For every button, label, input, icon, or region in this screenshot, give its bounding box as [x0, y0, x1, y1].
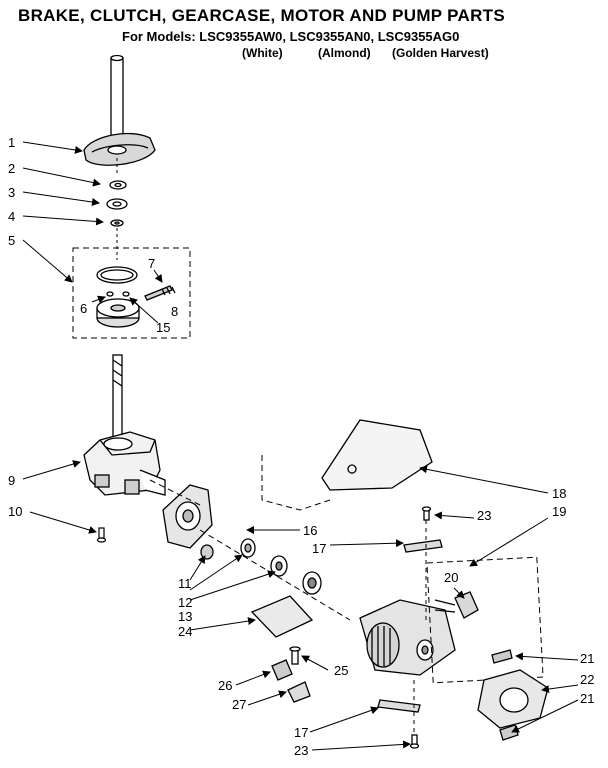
- callout-9: 9: [8, 473, 15, 488]
- callout-4: 4: [8, 209, 15, 224]
- callout-5: 5: [8, 233, 15, 248]
- callout-18: 18: [552, 486, 566, 501]
- callout-19: 19: [552, 504, 566, 519]
- color-almond-label: (Almond): [318, 46, 371, 60]
- callout-16: 16: [303, 523, 317, 538]
- callout-17-top: 17: [312, 541, 326, 556]
- clip-parts: [377, 506, 443, 749]
- callout-15: 15: [156, 320, 170, 335]
- brake-assembly-box: [72, 247, 191, 339]
- callout-21-bottom: 21: [580, 691, 594, 706]
- callout-labels: 1 2 3 4 5 6 7 8 15 9 10 11 12 13 24 16 1…: [8, 135, 594, 758]
- callout-23-bottom: 23: [294, 743, 308, 758]
- leader-lines: [22, 141, 579, 751]
- pump-parts: [200, 538, 322, 638]
- callout-24: 24: [178, 624, 192, 639]
- callout-13: 13: [178, 609, 192, 624]
- callout-7: 7: [148, 256, 155, 271]
- callout-26: 26: [218, 678, 232, 693]
- gearcase-screw: [96, 527, 107, 543]
- washers: [106, 180, 128, 227]
- pump-housing: [162, 484, 213, 549]
- gearcase: [83, 354, 166, 496]
- callout-25: 25: [334, 663, 348, 678]
- callout-6: 6: [80, 301, 87, 316]
- motor-shield: [321, 419, 433, 491]
- callout-20: 20: [444, 570, 458, 585]
- color-white-label: (White): [242, 46, 283, 60]
- models-subtitle: For Models: LSC9355AW0, LSC9355AN0, LSC9…: [122, 29, 460, 44]
- color-golden-harvest-label: (Golden Harvest): [392, 46, 489, 60]
- callout-17-bottom: 17: [294, 725, 308, 740]
- brake-assembly: [96, 266, 176, 328]
- page-title: BRAKE, CLUTCH, GEARCASE, MOTOR AND PUMP …: [18, 6, 506, 25]
- callout-3: 3: [8, 185, 15, 200]
- callout-22: 22: [580, 672, 594, 687]
- callout-27: 27: [232, 697, 246, 712]
- motor: [359, 599, 456, 676]
- callout-1: 1: [8, 135, 15, 150]
- callout-2: 2: [8, 161, 15, 176]
- callout-11: 11: [178, 576, 192, 591]
- callout-10: 10: [8, 504, 22, 519]
- callout-23-top: 23: [477, 508, 491, 523]
- callout-12: 12: [178, 595, 192, 610]
- brake-cam: [83, 132, 156, 166]
- motor-mount-parts: [271, 646, 311, 703]
- callout-8: 8: [171, 304, 178, 319]
- callout-21-top: 21: [580, 651, 594, 666]
- motor-bracket: [477, 649, 549, 741]
